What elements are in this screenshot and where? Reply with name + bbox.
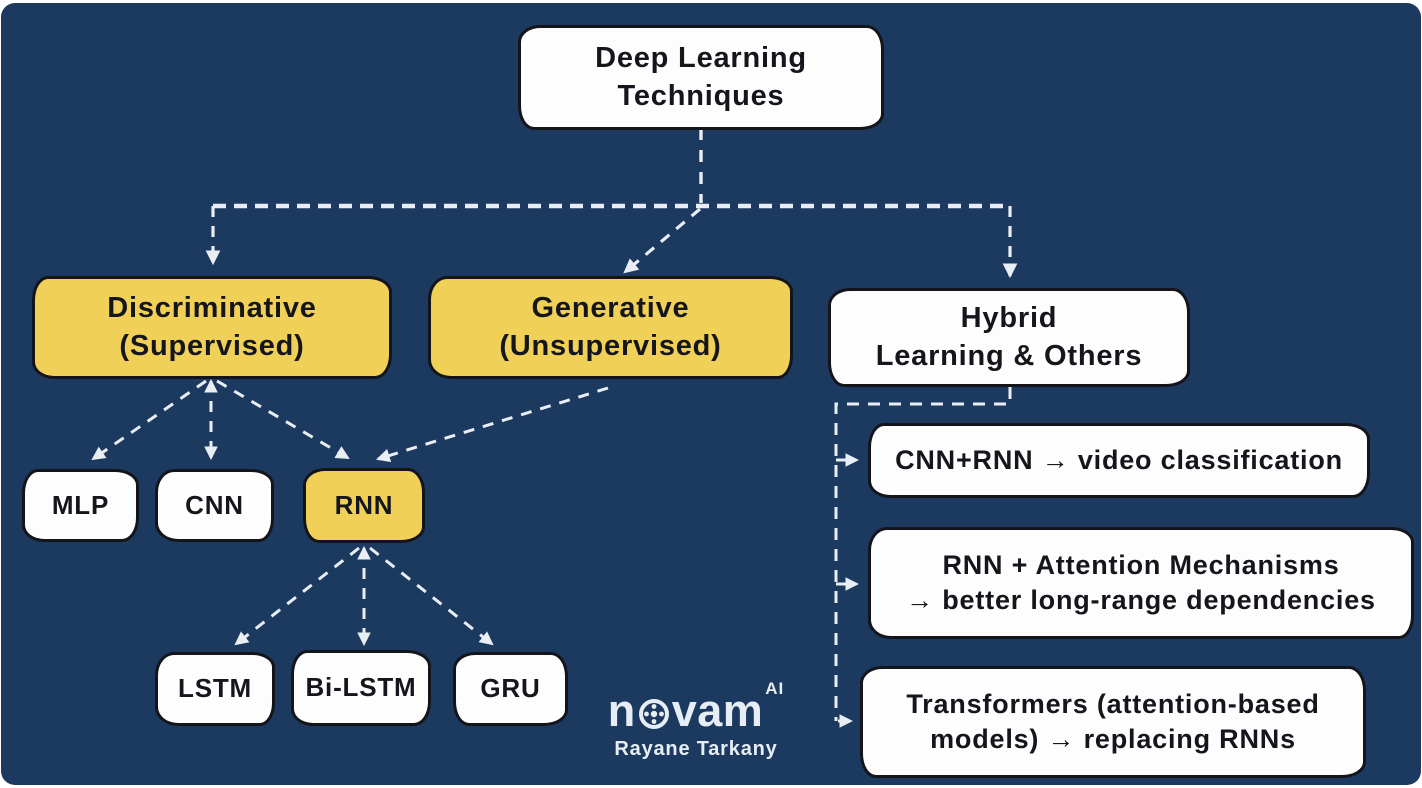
- logo-byline: Rayane Tarkany: [614, 738, 778, 760]
- logo-text-before: n: [607, 685, 636, 736]
- node-gru: GRU: [453, 652, 568, 726]
- edges-hybrid-examples: [834, 387, 1012, 728]
- edges-rnn-children: [234, 545, 494, 647]
- novam-logo: n vam AI Rayane Tarkany: [586, 680, 806, 761]
- node-rnn: RNN: [303, 468, 425, 543]
- novam-wordmark: n vam AI: [586, 680, 806, 736]
- node-deep-learning-techniques: Deep Learning Techniques: [518, 25, 884, 130]
- edges-discriminative-children: [91, 378, 350, 461]
- edges-root-to-branches: [205, 128, 1018, 279]
- node-transformers-replacing-rnns: Transformers (attention-based models) → …: [860, 666, 1366, 778]
- node-cnn-rnn-video-classification: CNN+RNN → video classification: [868, 423, 1370, 498]
- node-bi-lstm: Bi-LSTM: [291, 650, 431, 726]
- node-hybrid-learning-others: Hybrid Learning & Others: [828, 288, 1190, 387]
- node-lstm: LSTM: [155, 652, 275, 726]
- logo-superscript-ai: AI: [765, 679, 785, 698]
- node-mlp: MLP: [22, 469, 139, 542]
- node-discriminative-supervised: Discriminative (Supervised): [32, 276, 392, 379]
- edge-generative-to-rnn: [376, 386, 609, 463]
- node-cnn: CNN: [155, 469, 274, 542]
- logo-text-after: vam: [671, 685, 764, 736]
- node-generative-unsupervised: Generative (Unsupervised): [428, 276, 793, 379]
- novam-logo-icon: [638, 698, 669, 729]
- node-rnn-attention-mechanisms: RNN + Attention Mechanisms → better long…: [868, 527, 1414, 639]
